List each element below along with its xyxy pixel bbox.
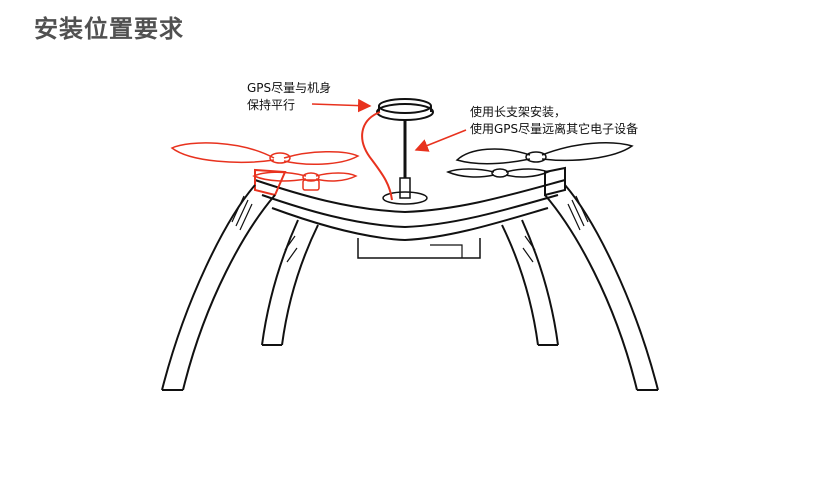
mast-callout-line-1: 使用长支架安装， bbox=[470, 105, 567, 119]
gps-parallel-arrow bbox=[311, 98, 372, 113]
page-title: 安装位置要求 bbox=[34, 15, 184, 43]
propeller-front-left bbox=[252, 171, 358, 191]
propeller-rear-left bbox=[170, 142, 360, 166]
mast-callout: 使用长支架安装， 使用GPS尽量远离其它电子设备 bbox=[470, 104, 638, 138]
gps-cable bbox=[361, 111, 393, 201]
gps-callout: GPS尽量与机身 保持平行 bbox=[247, 80, 331, 114]
propeller-rear-right bbox=[455, 142, 634, 165]
drone-frame bbox=[161, 166, 659, 391]
mast-callout-line-2: 使用GPS尽量远离其它电子设备 bbox=[470, 122, 639, 136]
gps-callout-line-1: GPS尽量与机身 bbox=[247, 81, 332, 95]
mast-arrow bbox=[414, 129, 467, 152]
gps-module bbox=[376, 98, 434, 178]
gps-callout-line-2: 保持平行 bbox=[247, 98, 296, 112]
propeller-front-right bbox=[446, 168, 550, 178]
